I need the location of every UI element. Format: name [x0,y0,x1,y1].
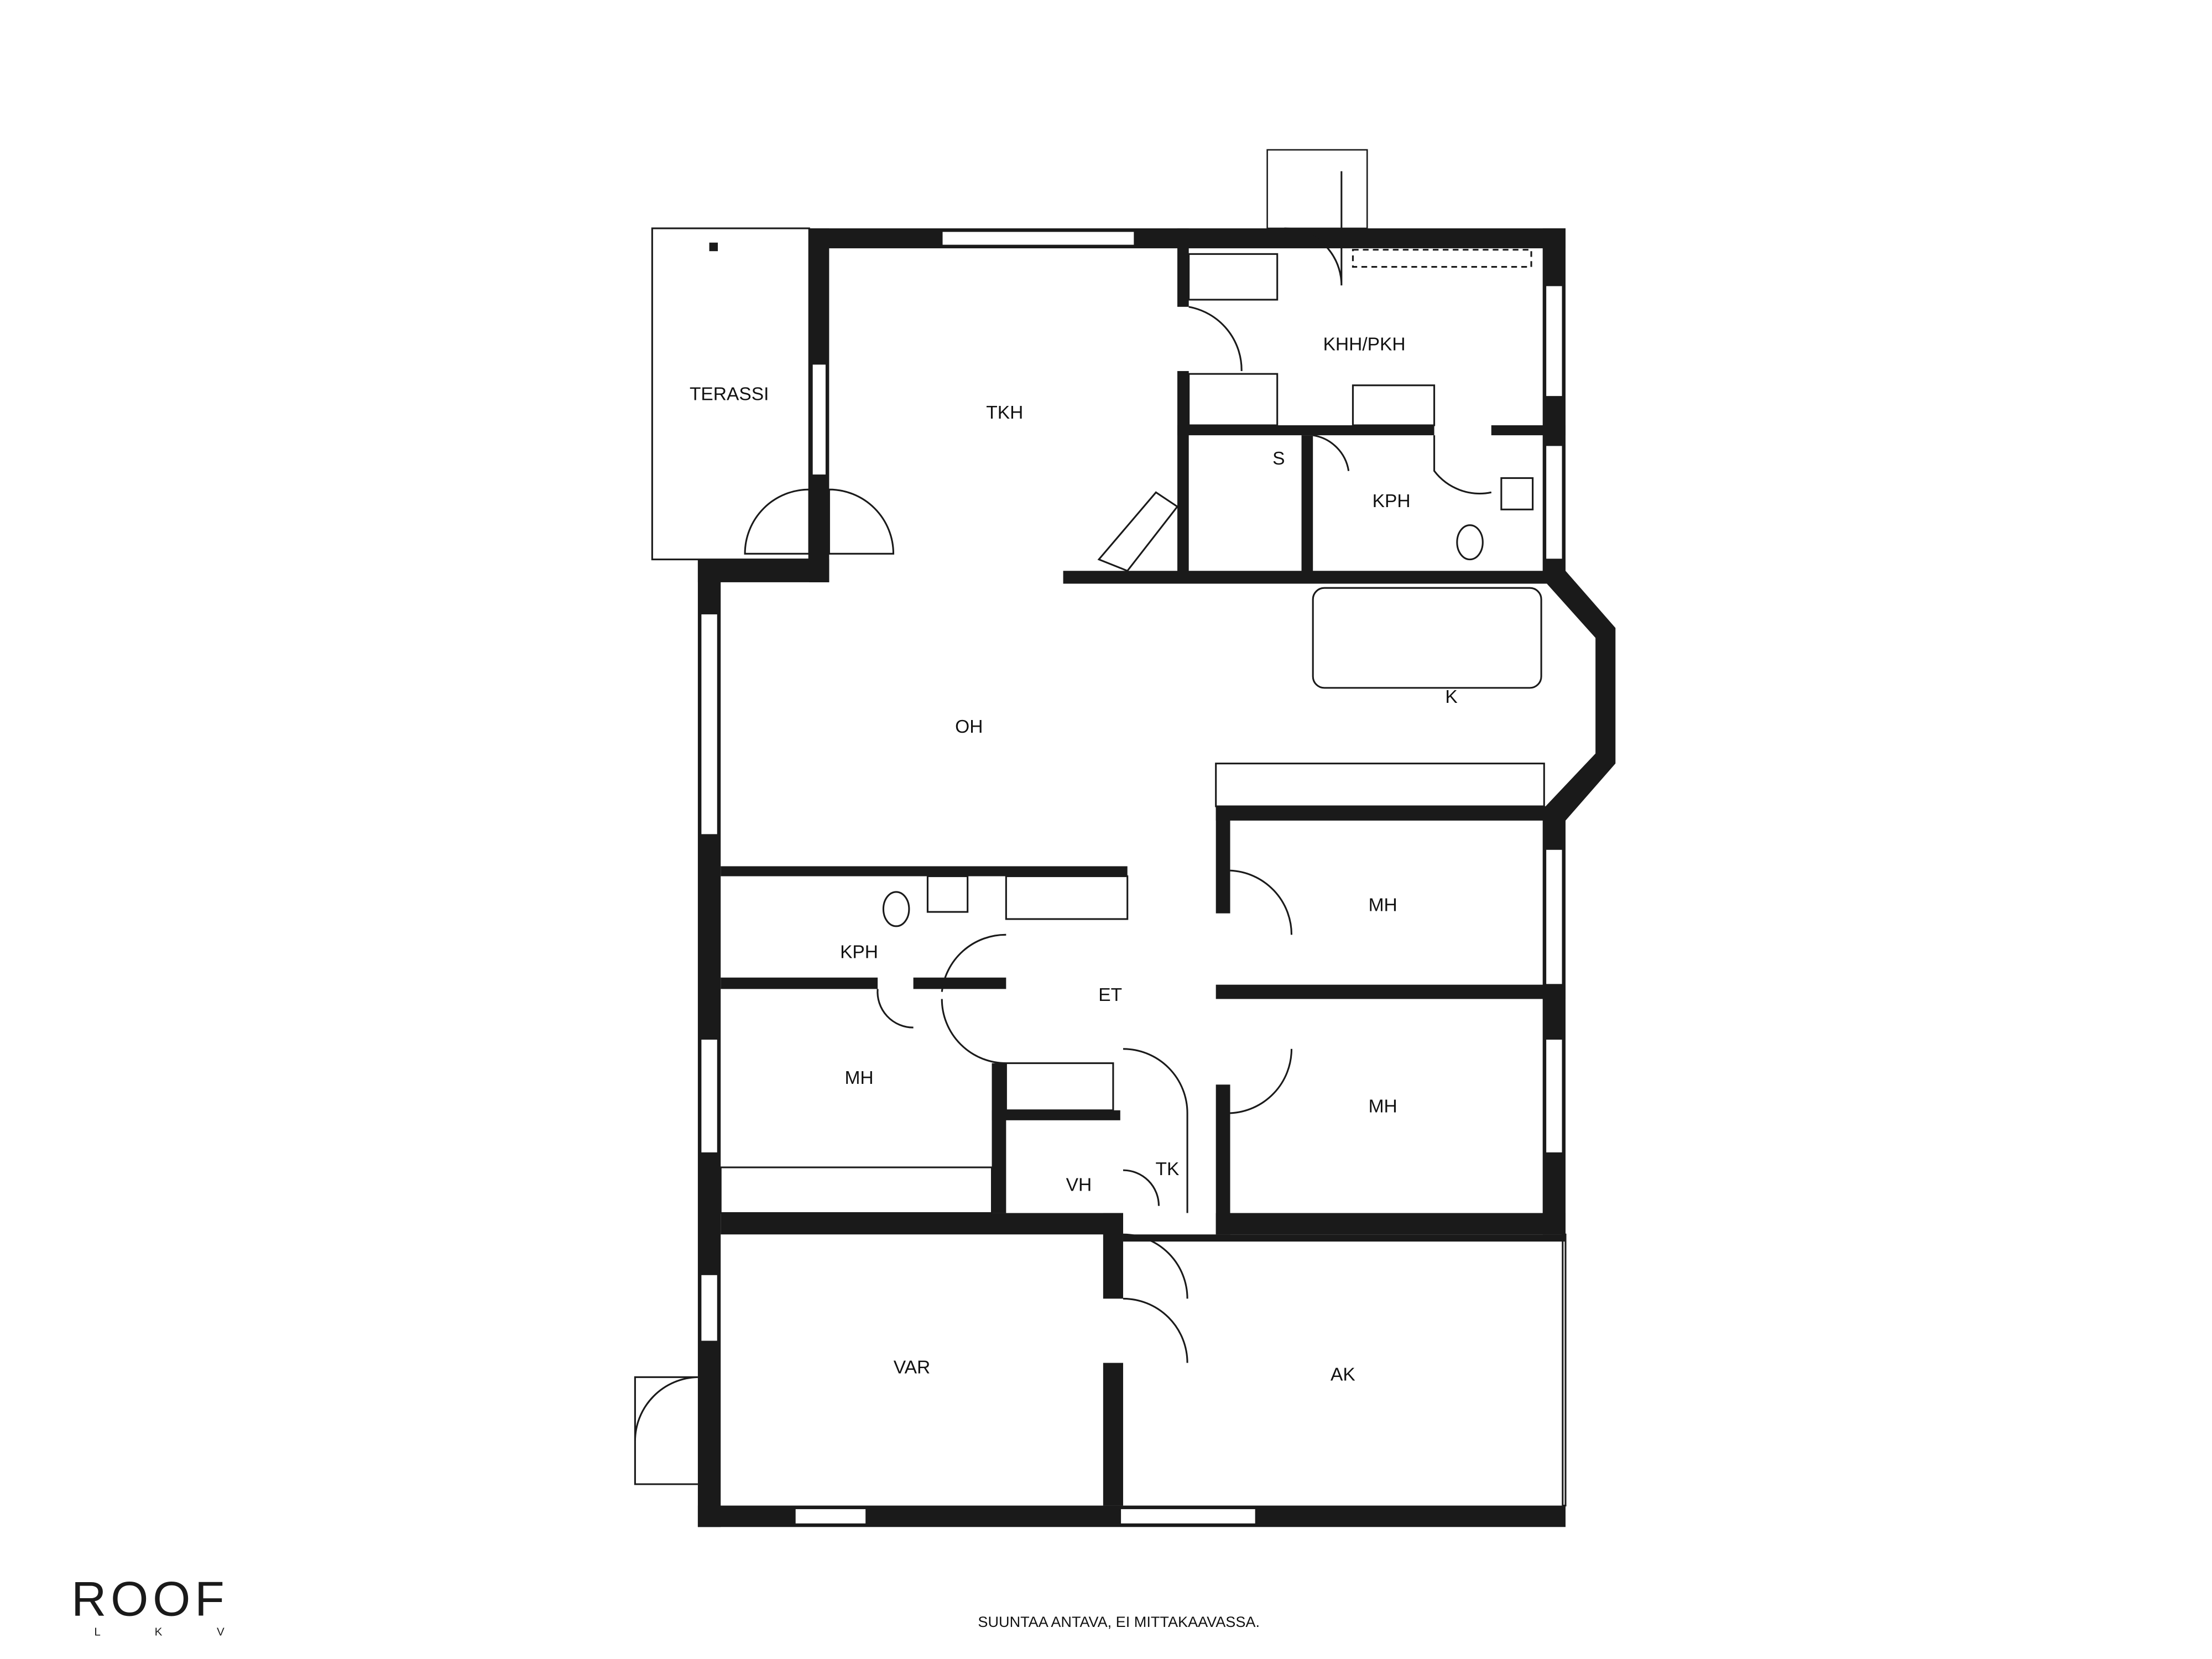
interior-walls [721,228,1567,1507]
fixtures [719,249,1545,1214]
room-label-tkh: TKH [986,403,1023,423]
room-label-tk: TK [1156,1159,1180,1180]
terrace-post [709,242,718,252]
room-label-k: K [1445,687,1457,707]
room-label-mh-right-upper: MH [1369,895,1397,916]
room-label-khh-pkh: KHH/PKH [1323,334,1406,354]
room-label-terassi: TERASSI [690,384,769,405]
room-label-s: S [1272,448,1285,469]
room-label-mh-right-lower: MH [1369,1096,1397,1117]
room-label-oh: OH [955,717,983,737]
logo-lkv: L K V [94,1625,250,1638]
room-label-kph-upper: KPH [1373,491,1411,512]
doors [634,171,1492,1485]
windows [700,149,1564,1525]
room-label-var: VAR [894,1358,930,1378]
room-label-kph-lower: KPH [840,942,878,963]
logo-roof: ROOF [71,1572,228,1626]
room-label-et: ET [1098,985,1122,1005]
exterior-walls [697,228,1616,1527]
room-label-vh: VH [1066,1175,1092,1195]
room-label-ak: AK [1331,1365,1355,1385]
room-label-mh-left: MH [844,1068,873,1088]
disclaimer-note: SUUNTAA ANTAVA, EI MITTAKAAVASSA. [978,1613,1260,1630]
